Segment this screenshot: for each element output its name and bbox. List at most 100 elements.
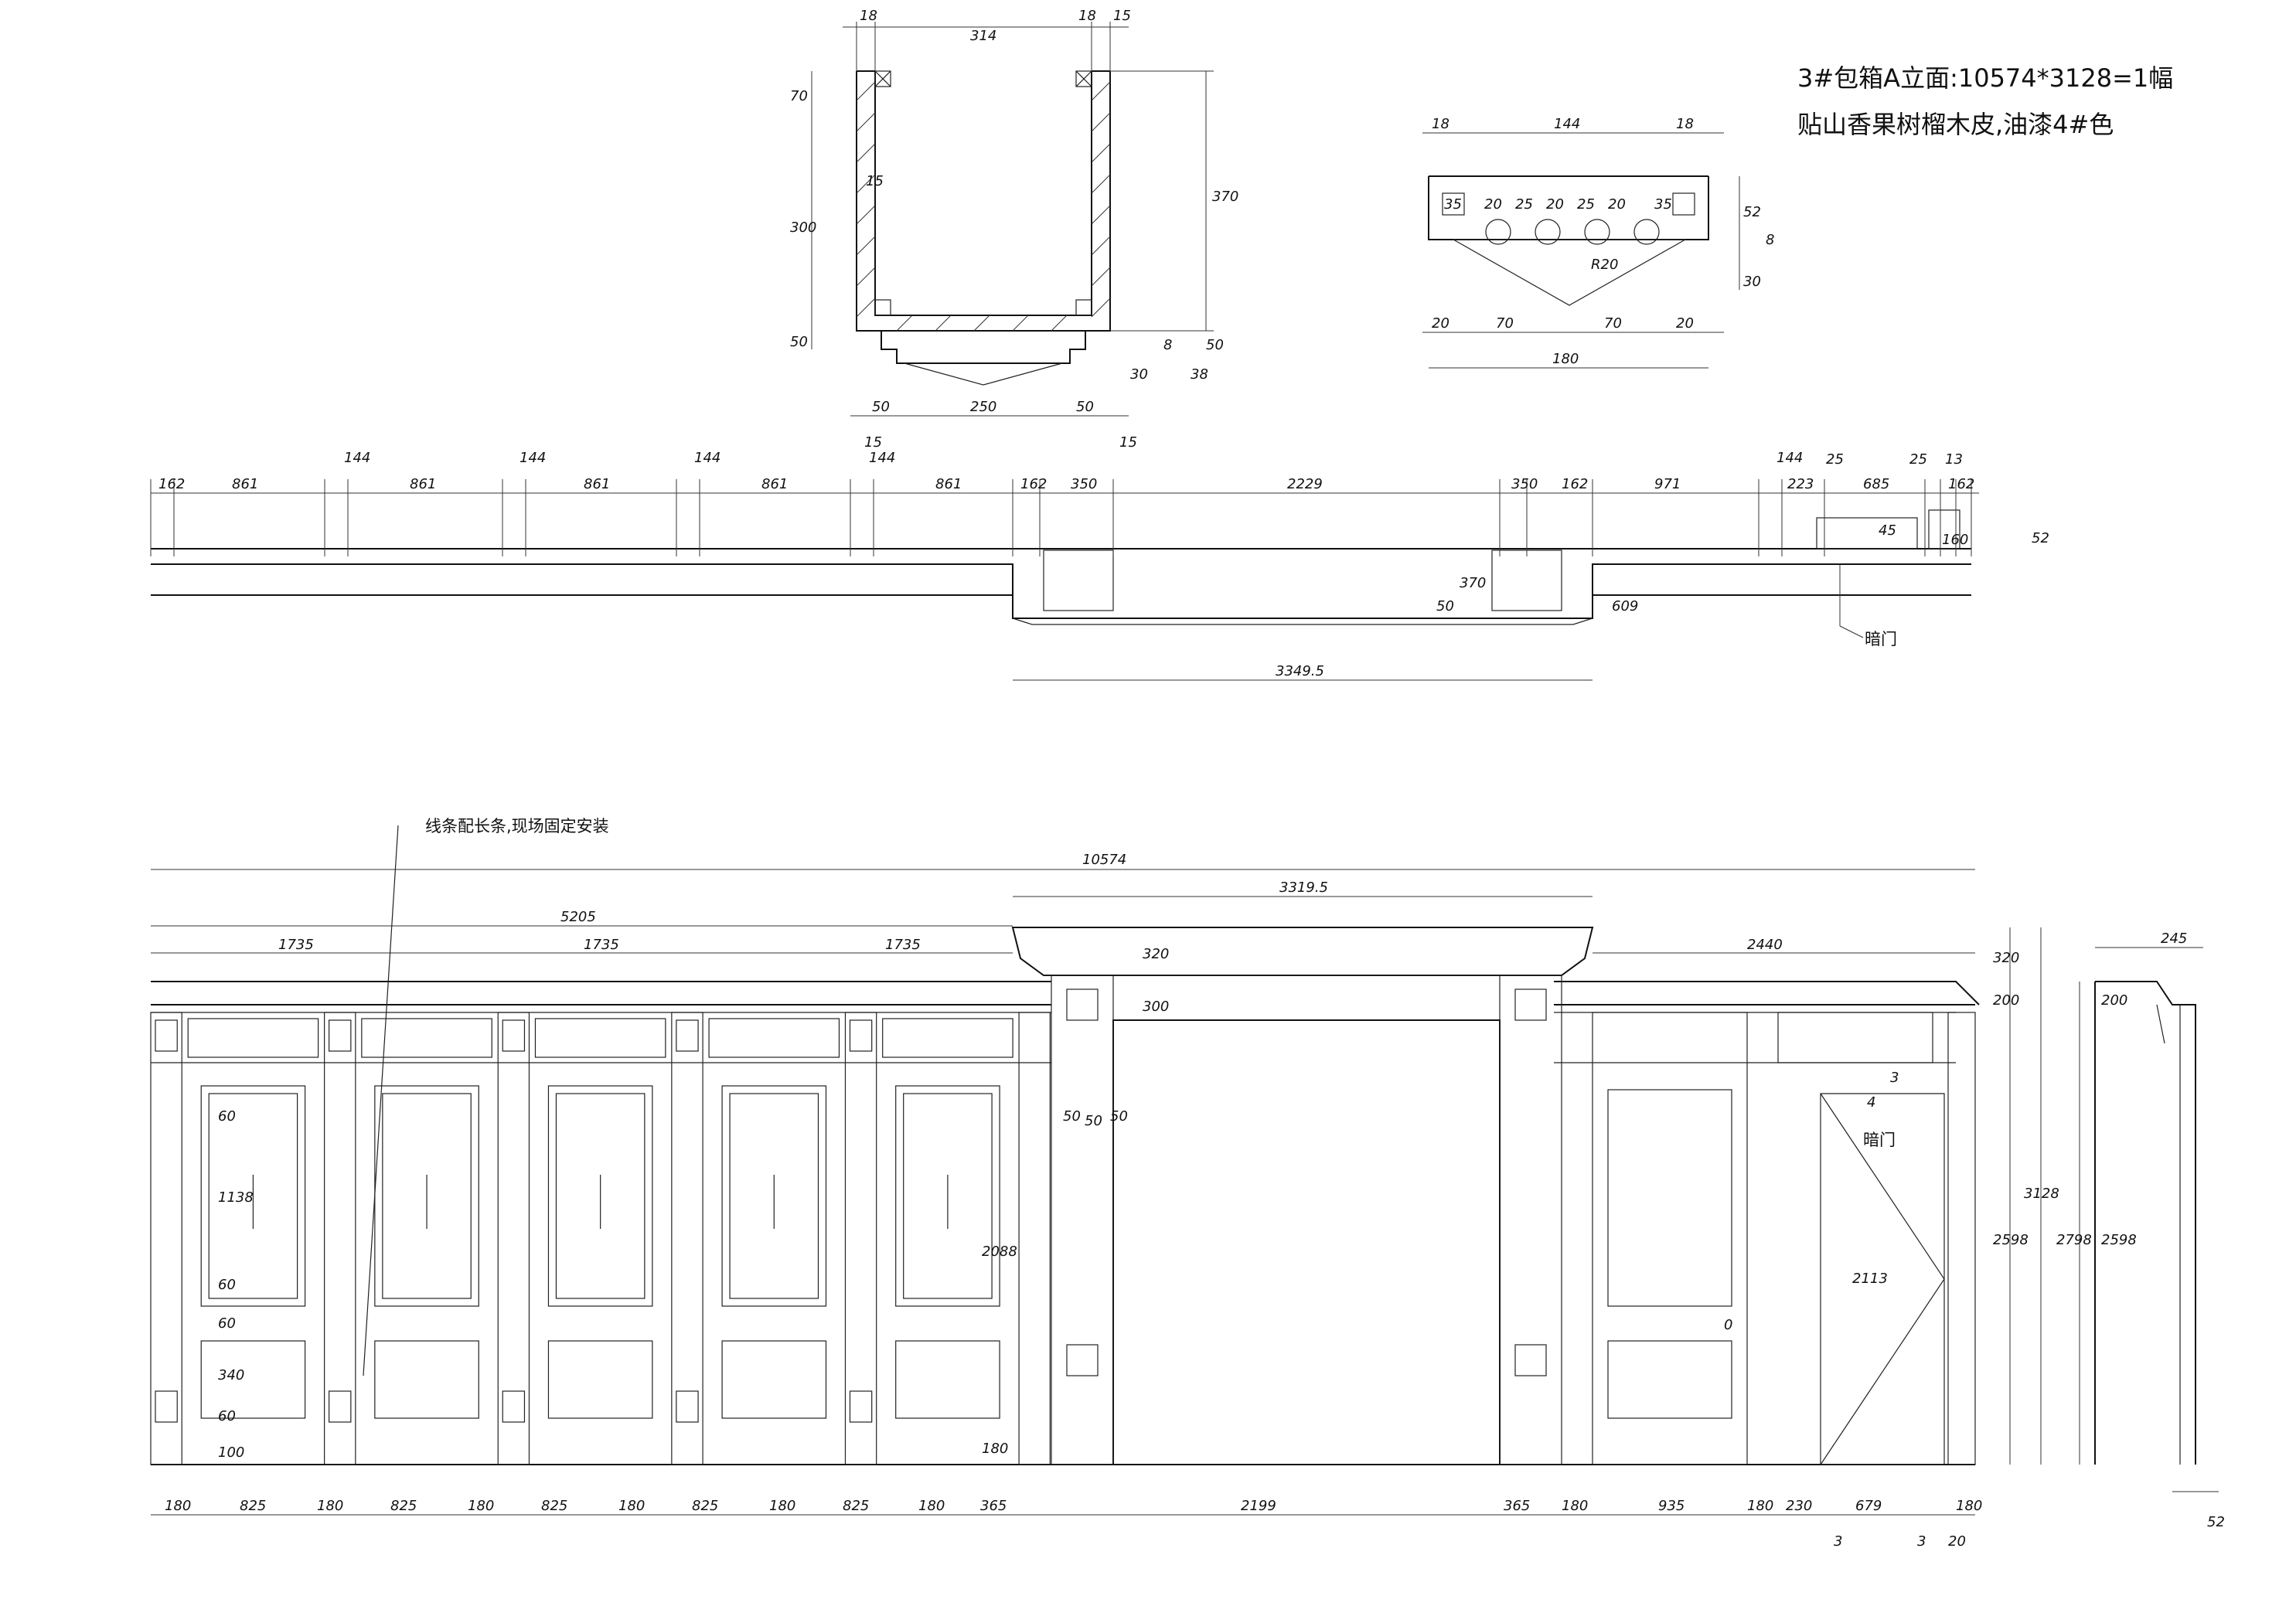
dim-label: 350 — [1071, 476, 1097, 492]
dim-label: 180 — [769, 1498, 795, 1514]
lower-panel — [547, 1340, 653, 1419]
dim-label: 50 — [1063, 1108, 1081, 1125]
dim-label: 2440 — [1747, 937, 1783, 953]
dim-label: 20 — [1484, 196, 1502, 213]
carved-frieze — [534, 1018, 666, 1058]
lower-panel — [721, 1340, 827, 1419]
box-section-detail: 18 314 18 15 70 15 300 50 370 8 50 30 38… — [790, 8, 1238, 451]
dim-label: 10574 — [1082, 852, 1126, 868]
dim-label: 180 — [1562, 1498, 1588, 1514]
pilaster-cap — [502, 1019, 526, 1052]
dim-label: 825 — [390, 1498, 417, 1514]
dim-label: 1138 — [218, 1189, 254, 1206]
dim-label: 609 — [1612, 598, 1638, 614]
dim-label: 825 — [843, 1498, 869, 1514]
dim-label: 144 — [519, 450, 546, 466]
dim-label: 70 — [790, 88, 808, 104]
dim-label: 20 — [1546, 196, 1564, 213]
upper-panel — [721, 1085, 827, 1307]
dim-label: 679 — [1855, 1498, 1882, 1514]
dim-label: 4 — [1867, 1094, 1875, 1111]
dim-label: 180 — [1747, 1498, 1773, 1514]
dim-label: 223 — [1787, 476, 1814, 492]
upper-panel — [895, 1085, 1000, 1307]
front-elevation: 10574 5205 3319.5 2440 1735 1735 1735 — [150, 817, 2059, 1550]
dim-label: 825 — [240, 1498, 266, 1514]
dim-label: 70 — [1496, 315, 1514, 332]
pilaster — [844, 1012, 877, 1465]
lower-panel — [895, 1340, 1000, 1419]
dim-label: 825 — [541, 1498, 567, 1514]
dim-label: 18 — [1078, 8, 1096, 24]
wall-bay — [150, 1012, 319, 1465]
carved-frieze — [882, 1018, 1013, 1058]
upper-panel — [200, 1085, 306, 1307]
drawing-subtitle: 贴山香果树榴木皮,油漆4#色 — [1797, 110, 2114, 139]
dim-label: 100 — [218, 1444, 244, 1461]
dim-label: 245 — [2161, 931, 2187, 947]
pilaster-base — [329, 1390, 352, 1423]
hidden-door-plan-label: 暗门 — [1865, 630, 1897, 648]
dim-label: 15 — [1119, 434, 1137, 451]
pilaster-base — [502, 1390, 526, 1423]
dim-label: 162 — [1948, 476, 1974, 492]
cornice-section-detail: 18 144 18 35 20 25 20 25 20 35 52 8 30 R… — [1422, 116, 1774, 369]
dim-label: 144 — [1777, 450, 1803, 466]
wall-bay — [844, 1012, 1013, 1465]
dim-label: 18 — [1676, 116, 1694, 132]
dim-label: 1735 — [885, 937, 921, 953]
dim-label: 2113 — [1852, 1271, 1888, 1287]
dim-label: 52 — [2207, 1514, 2225, 1530]
dim-label: 160 — [1942, 532, 1968, 548]
dim-label: 180 — [468, 1498, 494, 1514]
dim-label: 25 — [1515, 196, 1533, 213]
dim-label: 200 — [1993, 992, 2019, 1009]
dim-label: 2229 — [1287, 476, 1323, 492]
upper-panel-inner — [208, 1093, 298, 1299]
dim-label: 180 — [918, 1498, 945, 1514]
dim-label: 365 — [980, 1498, 1007, 1514]
plan-view: 162 861 144 861 144 861 144 861 144 861 … — [150, 450, 2049, 681]
dim-label: 162 — [1562, 476, 1588, 492]
drawing-title: 3#包箱A立面:10574*3128=1幅 — [1797, 63, 2173, 93]
pilaster-cap — [155, 1019, 178, 1052]
dim-label: 370 — [1212, 189, 1238, 205]
dim-label: 2598 — [2101, 1232, 2137, 1248]
dim-label: 2598 — [1993, 1232, 2029, 1248]
dim-label: 20 — [1948, 1533, 1966, 1550]
dim-label: 180 — [982, 1441, 1008, 1457]
dim-label: 340 — [218, 1367, 244, 1383]
dim-label: 18 — [1432, 116, 1449, 132]
dim-label: 861 — [232, 476, 258, 492]
dim-label: 15 — [864, 434, 882, 451]
dim-label: 50 — [1436, 598, 1454, 614]
dim-label: 50 — [1206, 337, 1224, 353]
dim-label: 50 — [1076, 399, 1094, 415]
dim-label: 70 — [1604, 315, 1622, 332]
carved-frieze — [361, 1018, 492, 1058]
dim-label: 50 — [1110, 1108, 1128, 1125]
dim-label: 180 — [1956, 1498, 1982, 1514]
dim-label: 314 — [970, 28, 996, 44]
dim-label: 861 — [761, 476, 788, 492]
pilaster — [497, 1012, 530, 1465]
dim-label: 52 — [1743, 204, 1761, 220]
upper-panel-inner — [555, 1093, 646, 1299]
wall-bay — [497, 1012, 666, 1465]
dim-label: 300 — [790, 219, 816, 236]
dim-label: 35 — [1444, 196, 1462, 213]
dim-label: 144 — [694, 450, 720, 466]
dim-label: 350 — [1511, 476, 1538, 492]
dim-label: 15 — [1113, 8, 1131, 24]
dim-label: 144 — [1554, 116, 1580, 132]
dim-label: 825 — [692, 1498, 718, 1514]
dim-label: 60 — [218, 1108, 236, 1125]
dim-label: 35 — [1654, 196, 1672, 213]
hidden-door-elevation-label: 暗门 — [1863, 1131, 1896, 1149]
wall-bay — [671, 1012, 840, 1465]
dim-label: 3349.5 — [1276, 663, 1324, 679]
pilaster-base — [155, 1390, 178, 1423]
dim-label: 20 — [1432, 315, 1449, 332]
dim-label: 2088 — [982, 1244, 1017, 1260]
